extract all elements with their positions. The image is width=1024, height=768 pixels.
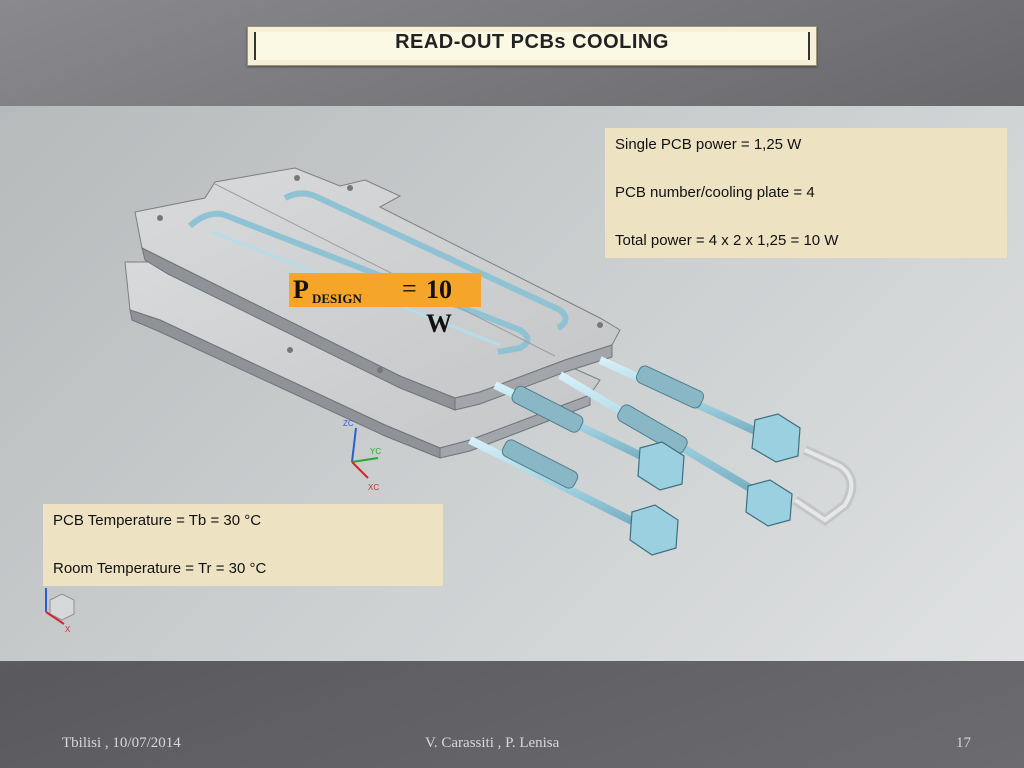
view-cube-icon: X	[45, 588, 75, 634]
slide-title-box: READ-OUT PCBs COOLING	[247, 26, 817, 66]
pcb-temperature: PCB Temperature = Tb = 30 °C	[53, 512, 262, 529]
axis-label-zc: ZC	[343, 419, 354, 428]
page-number: 17	[956, 735, 971, 751]
design-power-label: P DESIGN = 10 W	[289, 273, 481, 338]
temperature-info-box: PCB Temperature = Tb = 30 °C Room Temper…	[43, 504, 443, 586]
footer-authors: V. Carassiti , P. Lenisa	[425, 735, 560, 751]
axis-label-yc: YC	[370, 447, 381, 456]
room-temperature: Room Temperature = Tr = 30 °C	[53, 560, 267, 577]
design-power-symbol: P	[293, 275, 309, 304]
axis-triad: ZC YC XC	[343, 419, 381, 492]
single-pcb-power: Single PCB power = 1,25 W	[615, 136, 802, 153]
design-power-subscript: DESIGN	[312, 291, 362, 306]
view-cube-x-label: X	[65, 625, 71, 634]
pcb-count: PCB number/cooling plate = 4	[615, 184, 815, 201]
design-power-equals: =	[402, 274, 417, 303]
design-power-value: 10 W	[426, 275, 452, 338]
slide-title: READ-OUT PCBs COOLING	[395, 31, 669, 53]
cooling-pipes	[468, 356, 857, 556]
footer-place-date: Tbilisi , 10/07/2014	[62, 735, 181, 751]
axis-label-xc: XC	[368, 483, 379, 492]
total-power: Total power = 4 x 2 x 1,25 = 10 W	[615, 232, 839, 249]
title-frame	[254, 32, 810, 60]
power-info-box: Single PCB power = 1,25 W PCB number/coo…	[605, 128, 1007, 258]
